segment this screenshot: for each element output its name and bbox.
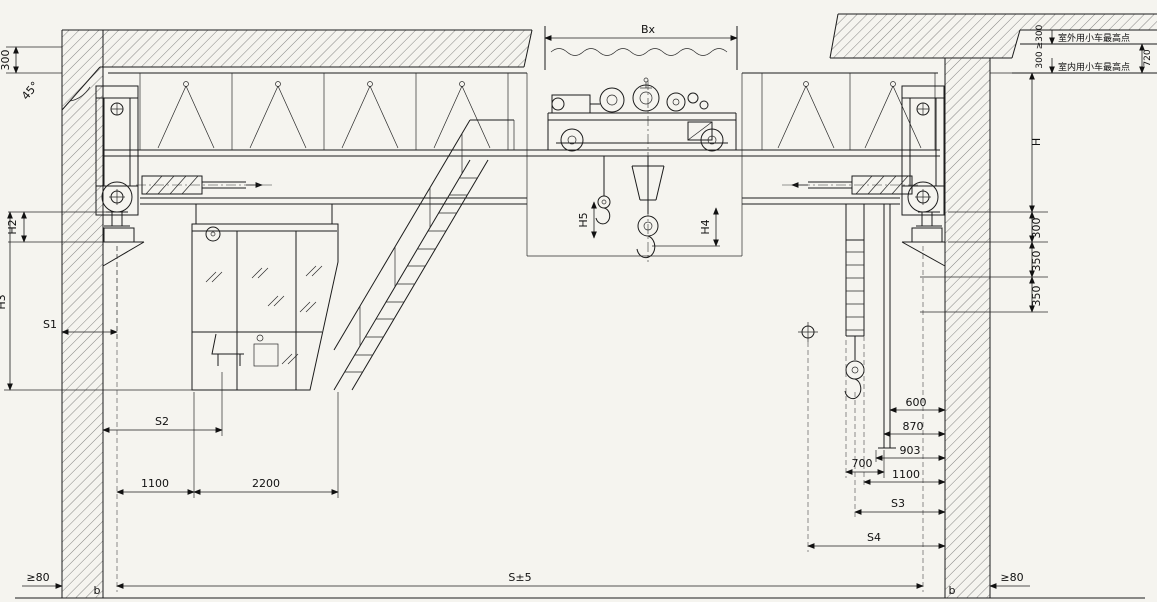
bridge-girder xyxy=(103,72,940,257)
end-truck-right xyxy=(901,85,946,267)
note-outdoor-trolley: 室外用小车最高点 xyxy=(1058,32,1130,44)
dim-label-b-left: b xyxy=(94,584,101,597)
dim-label-350-lower: 350 xyxy=(1030,286,1043,307)
dim-span: S±5 xyxy=(116,246,924,592)
dim-ge80-left: ≥80 xyxy=(22,571,63,589)
dim-label-s2: S2 xyxy=(155,415,169,428)
dim-label-720: 720 xyxy=(1143,49,1153,66)
dim-label-h4: H4 xyxy=(699,219,712,234)
dim-label-903: 903 xyxy=(900,444,921,457)
dim-s4: S4 xyxy=(807,342,946,552)
dim-label-300-top-left: 300 xyxy=(0,50,12,71)
dim-350-lower: 350 xyxy=(920,276,1048,313)
dim-s3: S3 xyxy=(854,392,946,518)
dim-label-h3: H3 xyxy=(0,294,8,309)
dim-label-h: H xyxy=(1030,138,1043,146)
dim-label-600: 600 xyxy=(906,396,927,409)
dim-1100-bottom: 1100 xyxy=(116,246,195,592)
dim-903: 903 xyxy=(875,444,946,462)
dim-label-bx: Bx xyxy=(641,23,656,36)
dim-2200: 2200 xyxy=(193,392,339,498)
dim-label-span: S±5 xyxy=(508,571,531,584)
walkway-railing-right xyxy=(761,73,936,150)
dim-label-700: 700 xyxy=(852,457,873,470)
dim-label-s4: S4 xyxy=(867,531,881,544)
dim-300-top-left: 300 xyxy=(0,46,62,74)
auxiliary-hoist xyxy=(798,204,896,449)
dim-label-ge300: ≥300 xyxy=(1035,24,1045,49)
staircase xyxy=(333,119,515,391)
dim-h5: H5 xyxy=(577,201,597,239)
ceiling-right xyxy=(829,13,1157,59)
trolley xyxy=(547,77,737,262)
end-truck-left xyxy=(95,85,145,267)
dim-label-300-top-right: 300 xyxy=(1035,51,1045,68)
dim-label-h2: H2 xyxy=(6,219,19,234)
operator-cab xyxy=(191,204,339,391)
buffer-left xyxy=(136,175,272,195)
dim-label-s1: S1 xyxy=(43,318,57,331)
right-wall xyxy=(944,58,991,598)
buffer-right xyxy=(782,175,918,195)
dim-label-h5: H5 xyxy=(577,212,590,227)
trolley-highest-point-notes: ≥300 室外用小车最高点 300 室内用小车最高点 720 xyxy=(1012,24,1157,74)
dim-350-upper: 350 xyxy=(920,241,1048,278)
dim-ge80-right: ≥80 xyxy=(989,571,1030,589)
dim-label-s3: S3 xyxy=(891,497,905,510)
ceiling-left xyxy=(100,29,533,68)
main-hook-block xyxy=(636,215,659,259)
aux-hook-small xyxy=(595,195,611,225)
dim-1100-right: 1100 xyxy=(863,336,946,488)
dim-label-300-right: 300 xyxy=(1030,218,1043,239)
dim-s1: S1 xyxy=(43,246,118,340)
hoist-ropes xyxy=(603,156,665,214)
note-indoor-trolley: 室内用小车最高点 xyxy=(1058,61,1130,73)
dim-s2: S2 xyxy=(102,372,223,436)
dim-600: 600 xyxy=(889,396,946,413)
dim-label-b-right: b xyxy=(949,584,956,597)
dim-h3: H3 xyxy=(0,211,192,391)
dim-label-ge80-right: ≥80 xyxy=(1000,571,1023,584)
left-wall xyxy=(61,29,104,598)
dim-label-45deg: 45° xyxy=(19,79,41,102)
dim-700: 700 xyxy=(845,340,885,478)
roof-opening-bx: Bx xyxy=(544,23,738,70)
dim-label-ge80-left: ≥80 xyxy=(26,571,49,584)
dim-label-870: 870 xyxy=(903,420,924,433)
dim-label-2200: 2200 xyxy=(252,477,280,490)
dim-label-1100-right: 1100 xyxy=(892,468,920,481)
dim-870: 870 xyxy=(883,420,946,437)
dim-h4: H4 xyxy=(652,207,720,247)
dim-label-350-upper: 350 xyxy=(1030,251,1043,272)
dim-label-1100-bottom: 1100 xyxy=(141,477,169,490)
walkway-railing-left xyxy=(139,73,509,150)
